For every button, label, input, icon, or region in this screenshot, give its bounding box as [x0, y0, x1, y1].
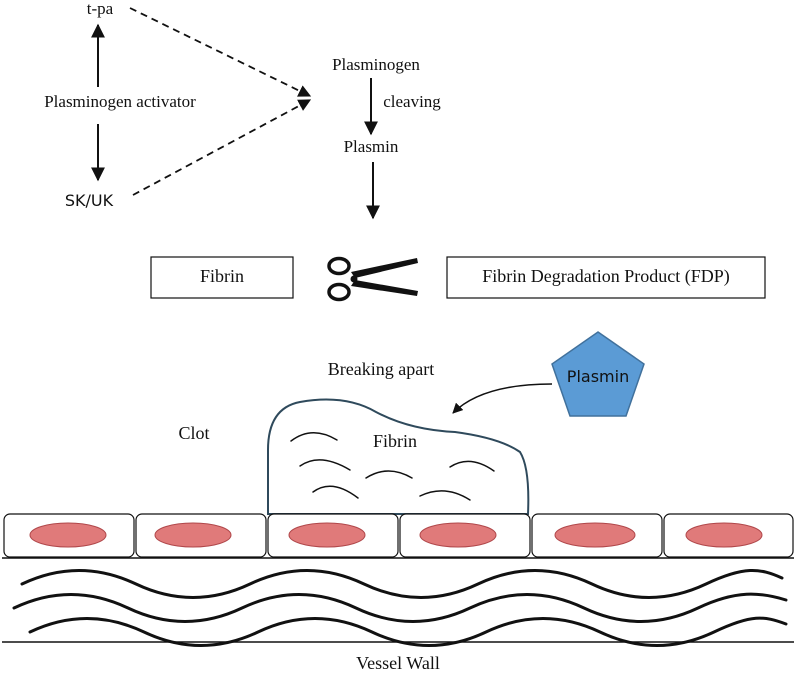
plasminogen-activator-label: Plasminogen activator [44, 92, 196, 111]
vessel-wall-fibers [12, 569, 788, 647]
fibrin-box-label: Fibrin [200, 266, 244, 286]
cleaving-label: cleaving [383, 92, 441, 111]
fibrin-label: Fibrin [373, 431, 417, 451]
plasmin-enzyme-label: Plasmin [567, 367, 629, 386]
plasmin-enzyme-shape [551, 331, 645, 417]
cell-nucleus [29, 522, 107, 548]
cell-nucleus [554, 522, 636, 548]
fdp-box [446, 256, 766, 299]
cell-nucleus [154, 522, 232, 548]
plasmin-label: Plasmin [344, 137, 399, 156]
fdp-box-label: Fibrin Degradation Product (FDP) [482, 266, 729, 287]
plasminogen-label: Plasminogen [332, 55, 420, 74]
tpa-label: t-pa [87, 0, 114, 18]
clot-blob [267, 398, 530, 515]
cell-nucleus [419, 522, 497, 548]
fibrin-strands [290, 432, 495, 501]
arrow-plasmin-to-clot [452, 383, 553, 414]
clot-label: Clot [178, 423, 209, 443]
breaking-apart-label: Breaking apart [328, 359, 434, 379]
scissors-icon [327, 256, 418, 302]
dashed-arrow-tpa-to-plasminogen [129, 7, 312, 97]
fibrin-box [150, 256, 294, 299]
endothelial-cell-row [3, 513, 794, 558]
cell-nucleus [685, 522, 763, 548]
dashed-arrow-skuk-to-plasminogen [132, 99, 312, 196]
skuk-label: SK/UK [65, 191, 114, 210]
vessel-wall-label: Vessel Wall [356, 653, 440, 673]
cell-nucleus [288, 522, 366, 548]
